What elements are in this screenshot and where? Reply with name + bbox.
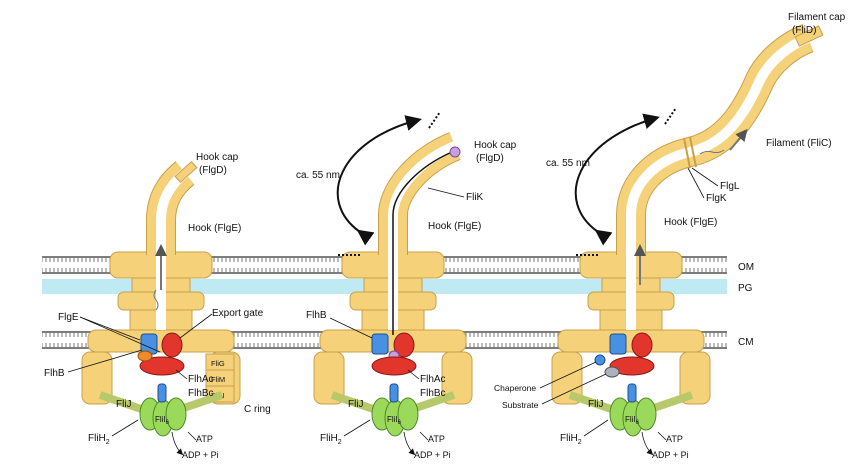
atpase xyxy=(568,383,694,437)
p1-flhac-label: FlhAc xyxy=(188,374,214,385)
p3-chaperone-label: Chaperone xyxy=(494,383,536,393)
p3-filament-label: Filament (FliC) xyxy=(766,138,832,149)
p1-hook-label: Hook (FlgE) xyxy=(188,223,241,234)
p3-flgk-label: FlgK xyxy=(706,193,727,204)
p3-flgl-label: FlgL xyxy=(720,181,740,192)
label-cm: CM xyxy=(738,337,754,348)
p3-flij-label: FliJ xyxy=(588,399,604,410)
length-arrow xyxy=(574,113,660,246)
p2-flik-label: FliK xyxy=(466,192,484,203)
p1-atp-label: ATP xyxy=(196,434,213,444)
length-arrow xyxy=(336,115,422,246)
flig-label: FliG xyxy=(211,359,225,368)
p3-adp-label: ADP + Pi xyxy=(652,450,689,460)
p3-substrate-label: Substrate xyxy=(502,400,539,410)
label-pg: PG xyxy=(738,283,753,294)
p3-atp-label: ATP xyxy=(666,434,683,444)
p2-hook-cap: Hook cap xyxy=(474,140,517,151)
p2-adp-label: ADP + Pi xyxy=(414,450,451,460)
p1-c-ring-label: C ring xyxy=(244,404,271,415)
flim-label: FliM xyxy=(211,375,225,384)
export-gate-red xyxy=(161,332,183,358)
panel-2-hook-length-control: ca. 55 nm Hook cap (FlgD) FliK Hook (Flg… xyxy=(296,111,517,460)
p3-filament-cap: Filament cap xyxy=(788,12,846,23)
p3-flii6-label: FliI6 xyxy=(625,415,640,426)
p1-flij-label: FliJ xyxy=(116,399,132,410)
p2-atp-label: ATP xyxy=(428,434,445,444)
hook-cap xyxy=(174,160,198,184)
p1-flhbc-label: FlhBc xyxy=(188,388,214,399)
atpase xyxy=(330,383,456,437)
p1-export-gate-label: Export gate xyxy=(212,308,264,319)
p1-flhb-label: FlhB xyxy=(44,368,65,379)
p2-flhb-label: FlhB xyxy=(306,310,327,321)
flha-c xyxy=(139,356,185,376)
panel-1-hook-assembly: FliG FliM FliN Hook cap (FlgD) Hook (Flg… xyxy=(44,152,271,460)
hook-cap-flgd xyxy=(449,146,461,158)
p1-adp-label: ADP + Pi xyxy=(182,450,219,460)
panel-3-filament-assembly: Filament cap (FliD) Filament (FliC) ca. … xyxy=(494,12,846,460)
p3-filament-cap-protein: (FliD) xyxy=(792,25,816,36)
filament-cap xyxy=(794,25,824,47)
p1-hook-cap-protein: (FlgD) xyxy=(199,165,227,176)
p2-flii6-label: FliI6 xyxy=(387,415,402,426)
p2-flih2-label: FliH2 xyxy=(320,433,342,446)
p3-hook-label: Hook (FlgE) xyxy=(664,217,717,228)
p3-length-label: ca. 55 nm xyxy=(546,158,590,169)
p2-flhac-label: FlhAc xyxy=(420,374,446,385)
p2-flij-label: FliJ xyxy=(348,399,364,410)
label-om: OM xyxy=(738,262,754,273)
p2-hook-cap-protein: (FlgD) xyxy=(476,153,504,164)
p2-length-label: ca. 55 nm xyxy=(296,170,340,181)
substrate xyxy=(604,366,620,378)
p2-hook-label: Hook (FlgE) xyxy=(428,221,481,232)
atpase xyxy=(98,383,224,437)
p1-flii6-label: FliI6 xyxy=(155,415,170,426)
p2-flhbc-label: FlhBc xyxy=(420,388,446,399)
chaperone xyxy=(594,354,606,366)
p1-flge-label: FlgE xyxy=(58,312,79,323)
p1-hook-cap: Hook cap xyxy=(196,152,239,163)
p3-flih2-label: FliH2 xyxy=(560,433,582,446)
p1-flih2-label: FliH2 xyxy=(88,433,110,446)
